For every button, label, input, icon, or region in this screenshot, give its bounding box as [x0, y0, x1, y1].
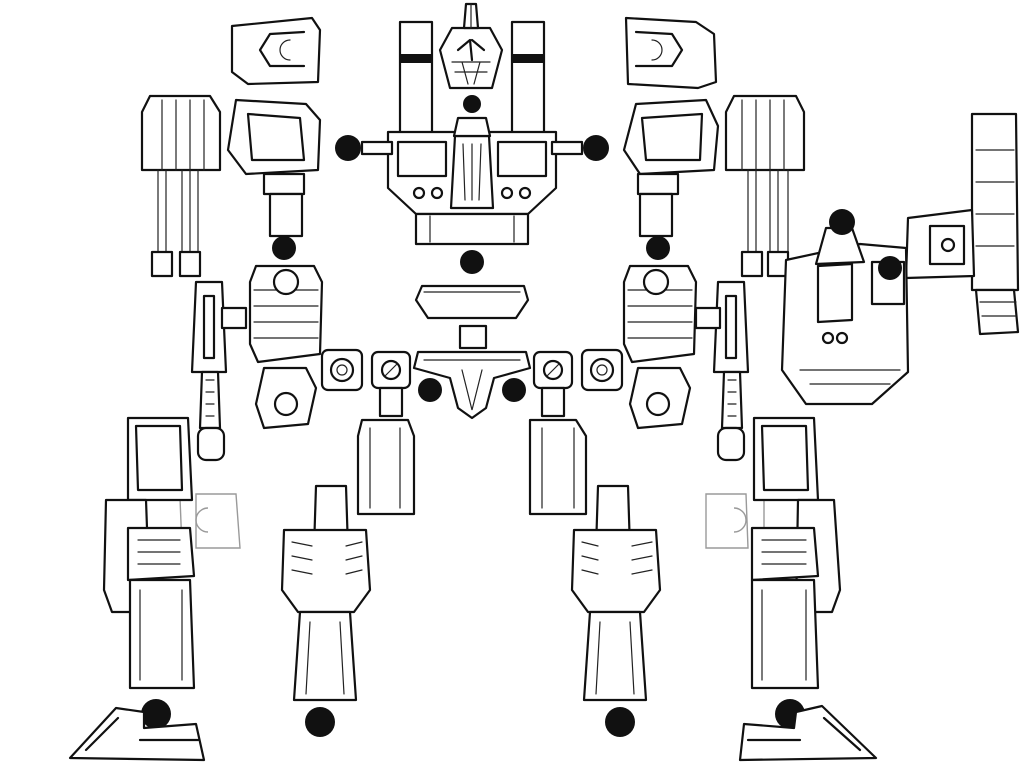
thighs	[356, 418, 588, 516]
waist	[414, 284, 530, 350]
shin-right	[570, 484, 662, 737]
shoulder-pad-right	[622, 98, 720, 260]
missile-pod-left	[140, 94, 222, 278]
shoulder-stacks	[398, 20, 546, 136]
head	[438, 2, 504, 90]
elbow-right	[622, 264, 698, 430]
outer-leg-right	[738, 416, 878, 762]
shoulder-pad-left	[226, 98, 322, 260]
elbow-left	[248, 264, 324, 430]
clamp-right	[624, 16, 718, 90]
hip-joints	[320, 348, 624, 418]
clamp-left	[230, 16, 322, 86]
forearm-right	[694, 280, 750, 462]
chest	[335, 116, 609, 274]
pelvis	[412, 350, 532, 420]
forearm-left	[190, 280, 248, 462]
missile-pod-right	[724, 94, 806, 278]
outer-leg-left	[68, 416, 206, 762]
shoulder-cannon	[780, 112, 1020, 406]
shin-left	[280, 484, 372, 737]
